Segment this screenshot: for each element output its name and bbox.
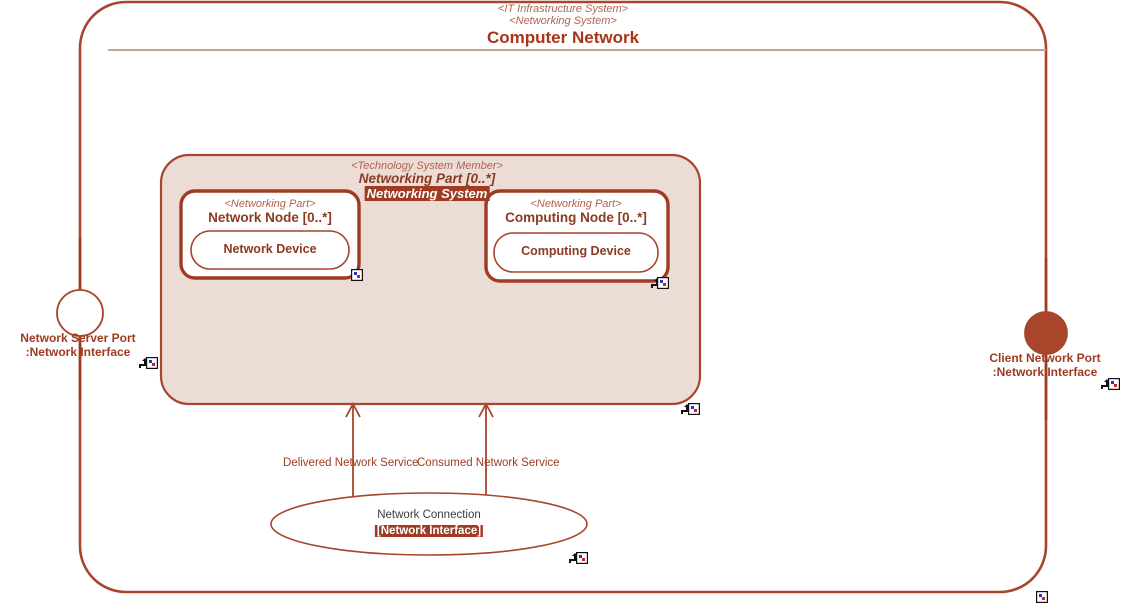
port-network-server-port-type: :Network Interface <box>25 345 131 359</box>
node-network-connection <box>270 492 588 556</box>
inherited-element-icon[interactable] <box>138 358 149 369</box>
nested-element-icon[interactable] <box>576 552 588 564</box>
inherited-element-icon[interactable] <box>680 404 691 415</box>
compartment-stereotype: <Technology System Member> <box>351 160 503 172</box>
node-network-connection-title: Network Connection <box>377 509 481 521</box>
block-computing-device <box>493 232 659 273</box>
connector-delivered-arrowhead <box>345 402 361 418</box>
nested-element-icon[interactable] <box>1108 378 1120 390</box>
node-network-connection-interface-wrap: [Network Interface] <box>374 522 484 539</box>
compartment-part-title: Networking Part [0..*] <box>358 171 496 186</box>
node-network-connection-interface: [Network Interface] <box>374 525 484 537</box>
inherited-element-icon[interactable] <box>568 553 579 564</box>
inherited-element-icon[interactable] <box>1100 379 1111 390</box>
block-network-node-title: Network Node [0..*] <box>208 210 332 225</box>
compartment-part-name: Networking System <box>364 186 490 201</box>
nested-element-icon[interactable] <box>1036 591 1048 603</box>
port-client-network-port-name: Client Network Port <box>989 351 1101 365</box>
connector-label-consumed: Consumed Network Service <box>417 457 560 469</box>
port-network-server-port <box>56 289 104 337</box>
system-stereotype-1: <IT Infrastructure System> <box>497 3 629 15</box>
nested-element-icon[interactable] <box>146 357 158 369</box>
block-network-device-label: Network Device <box>223 242 317 256</box>
connector-consumed-arrowhead <box>478 402 494 418</box>
block-network-node-stereotype: <Networking Part> <box>224 198 316 210</box>
port-client-network-port-type: :Network Interface <box>992 365 1098 379</box>
block-network-device <box>190 230 350 270</box>
compartment-part-name-wrap: Networking System <box>364 186 490 203</box>
nested-element-icon[interactable] <box>688 403 700 415</box>
block-computing-node-title: Computing Node [0..*] <box>505 210 647 225</box>
page-title: Computer Network <box>486 28 640 47</box>
block-computing-node-stereotype: <Networking Part> <box>530 198 622 210</box>
nested-element-icon[interactable] <box>657 277 669 289</box>
port-client-network-port <box>1024 311 1068 355</box>
nested-element-icon[interactable] <box>351 269 363 281</box>
port-network-server-port-name: Network Server Port <box>20 331 136 345</box>
connector-label-delivered: Delivered Network Service <box>283 457 419 469</box>
block-computing-device-label: Computing Device <box>521 244 631 258</box>
system-stereotype-2: <Networking System> <box>509 15 617 27</box>
